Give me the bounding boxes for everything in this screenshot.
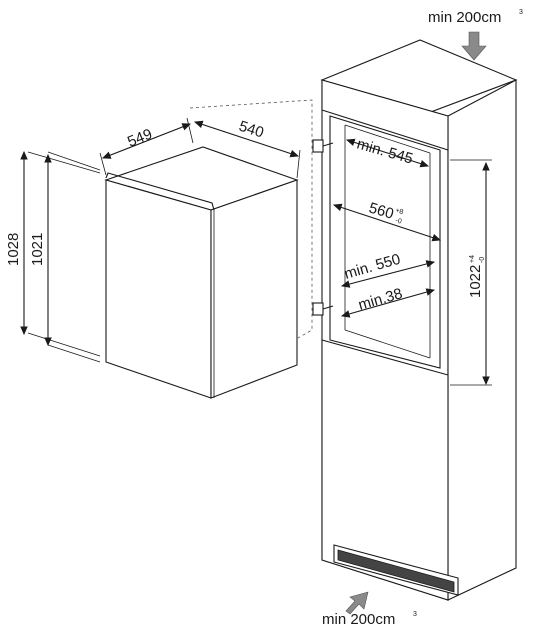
niche-height-label: 1022 — [467, 265, 484, 298]
inner-height-label: 1021 — [29, 233, 46, 266]
height-dimensions: 1028 1021 — [5, 150, 101, 363]
top-vent-superscript: 3 — [519, 9, 523, 16]
bottom-hinge-icon — [312, 302, 324, 316]
up-right-arrow-icon — [345, 591, 369, 615]
fridge-side-face — [210, 179, 298, 399]
top-ventilation: min 200cm 3 — [428, 9, 523, 61]
top-hinge-icon — [312, 139, 324, 153]
outer-height-label: 1028 — [5, 233, 22, 266]
top-vent-label: min 200cm — [428, 9, 501, 26]
cabinet-side-face — [447, 79, 517, 601]
width-dimension-line — [193, 120, 300, 158]
fridge-unit — [104, 146, 299, 399]
niche-width-tolerance-high: +8 — [394, 207, 404, 216]
niche-depth2-line — [340, 260, 436, 288]
bottom-vent-grille — [337, 549, 455, 593]
cabinet-unit — [312, 39, 518, 601]
niche-height-tolerance-high: +4 — [469, 255, 476, 263]
fridge-door-top-edge — [105, 172, 215, 211]
niche-width-line — [332, 203, 442, 242]
top-dimensions: 549 540 — [99, 99, 313, 339]
bottom-vent-label: min 200cm — [322, 611, 395, 628]
door-swing-outline — [189, 99, 313, 339]
niche-width-label: 560 — [367, 200, 396, 223]
fridge-front-face — [105, 179, 212, 399]
cabinet-top-rail — [321, 79, 449, 151]
gap-min-line — [340, 288, 436, 318]
lower-cabinet-door — [321, 339, 449, 601]
down-arrow-icon — [461, 31, 487, 61]
niche-depth-min-line — [345, 138, 430, 168]
depth-dimension-line — [101, 123, 192, 159]
niche-height-tolerance-low: -0 — [479, 257, 486, 263]
width-label: 540 — [237, 118, 266, 142]
bottom-ventilation: min 200cm 3 — [322, 591, 417, 628]
niche-width-tolerance-low: -0 — [394, 217, 402, 225]
bottom-vent-superscript: 3 — [413, 611, 417, 618]
depth-label: 549 — [125, 126, 155, 151]
